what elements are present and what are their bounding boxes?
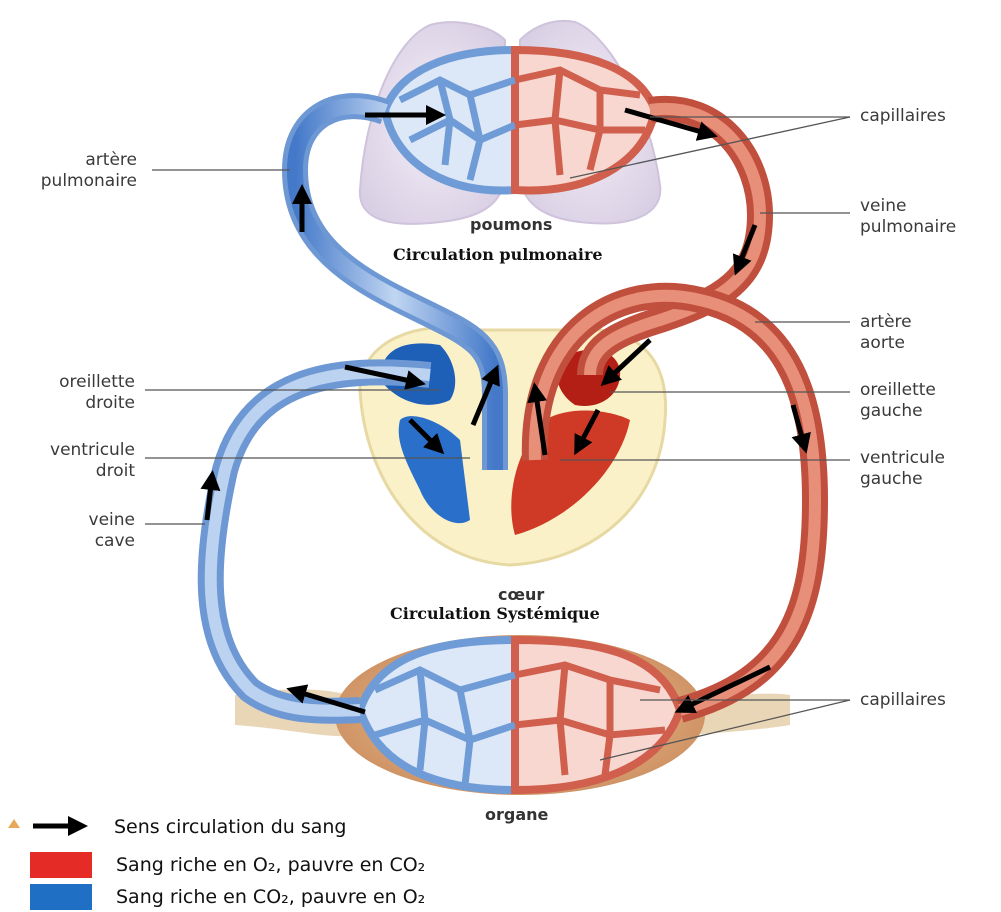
label-veine-pulmonaire: veine pulmonaire bbox=[860, 196, 1000, 238]
label-capillaires-bottom: capillaires bbox=[860, 690, 1000, 711]
legend-red-swatch bbox=[30, 852, 92, 878]
legend-graphics bbox=[8, 819, 82, 828]
title-circulation-pulmonaire: Circulation pulmonaire bbox=[393, 245, 603, 264]
label-ventricule-droit: ventricule droit bbox=[5, 440, 135, 482]
legend-blue-text: Sang riche en CO₂, pauvre en O₂ bbox=[116, 886, 425, 908]
legend-blue-row: Sang riche en CO₂, pauvre en O₂ bbox=[30, 882, 425, 912]
label-oreillette-gauche: oreillette gauche bbox=[860, 380, 1000, 422]
legend-red-text: Sang riche en O₂, pauvre en CO₂ bbox=[116, 854, 425, 876]
legend-arrow-text: Sens circulation du sang bbox=[114, 816, 346, 838]
label-oreillette-droite: oreillette droite bbox=[5, 372, 135, 414]
label-artere-aorte: artère aorte bbox=[860, 312, 1000, 354]
legend-small-triangle-icon bbox=[8, 819, 20, 828]
label-ventricule-gauche: ventricule gauche bbox=[860, 448, 1000, 490]
label-veine-cave: veine cave bbox=[5, 510, 135, 552]
label-capillaires-top: capillaires bbox=[860, 106, 1000, 127]
legend-red-row: Sang riche en O₂, pauvre en CO₂ bbox=[30, 850, 425, 880]
legend-blue-swatch bbox=[30, 884, 92, 910]
lung-capillaries bbox=[385, 50, 655, 191]
legend-arrow-row: Sens circulation du sang bbox=[100, 812, 346, 842]
title-circulation-systemique: Circulation Systémique bbox=[390, 604, 600, 623]
label-artere-pulmonaire: artère pulmonaire bbox=[5, 150, 137, 192]
organ-name-poumons: poumons bbox=[470, 215, 552, 234]
organ-name-organe: organe bbox=[485, 805, 548, 824]
organ-name-coeur: cœur bbox=[498, 585, 544, 604]
